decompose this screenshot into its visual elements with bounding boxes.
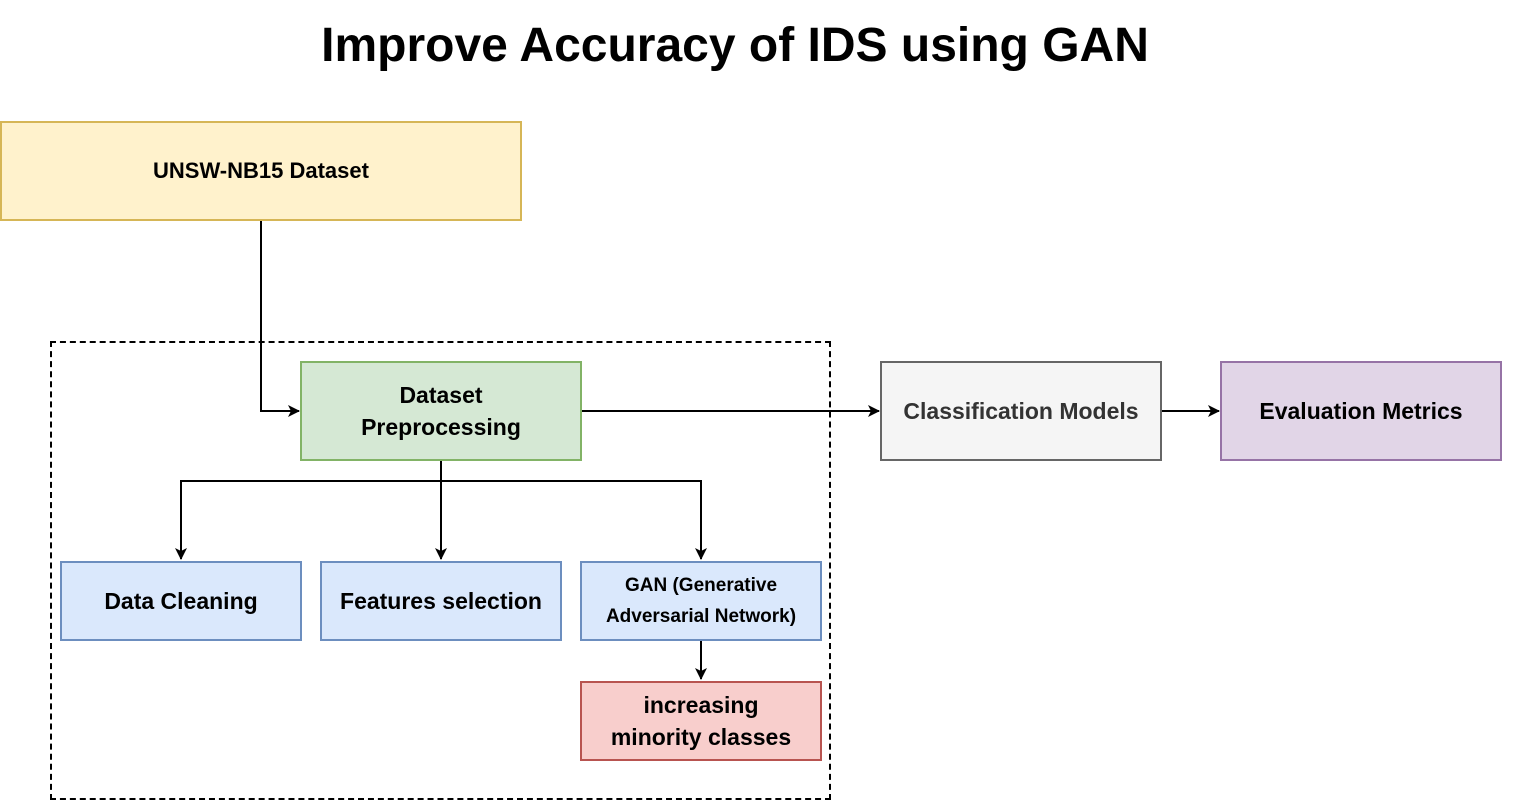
node-cleaning[interactable]: Data Cleaning	[60, 561, 302, 641]
node-preprocessing-label: Dataset Preprocessing	[361, 382, 521, 440]
edge-preprocessing-to-gan	[441, 480, 707, 560]
node-gan[interactable]: GAN (Generative Adversarial Network)	[580, 561, 822, 641]
node-evaluation-label: Evaluation Metrics	[1259, 397, 1463, 424]
node-evaluation[interactable]: Evaluation Metrics	[1220, 361, 1502, 461]
node-dataset-label: UNSW-NB15 Dataset	[153, 158, 369, 183]
node-cleaning-label: Data Cleaning	[104, 587, 258, 614]
diagram-title: Improve Accuracy of IDS using GAN	[321, 19, 1149, 72]
node-gan-label: GAN (Generative Adversarial Network)	[605, 575, 797, 627]
node-classification-label: Classification Models	[903, 397, 1139, 424]
node-preprocessing[interactable]: Dataset Preprocessing	[300, 361, 582, 461]
node-features[interactable]: Features selection	[320, 561, 562, 641]
node-minority-label: increasing minority classes	[610, 692, 792, 750]
edge-dataset-to-preprocessing	[260, 221, 300, 417]
node-classification[interactable]: Classification Models	[880, 361, 1162, 461]
preprocessing-group-boundary	[50, 341, 831, 800]
node-minority[interactable]: increasing minority classes	[580, 681, 822, 761]
node-dataset[interactable]: UNSW-NB15 Dataset	[0, 121, 522, 221]
node-features-label: Features selection	[340, 587, 542, 614]
